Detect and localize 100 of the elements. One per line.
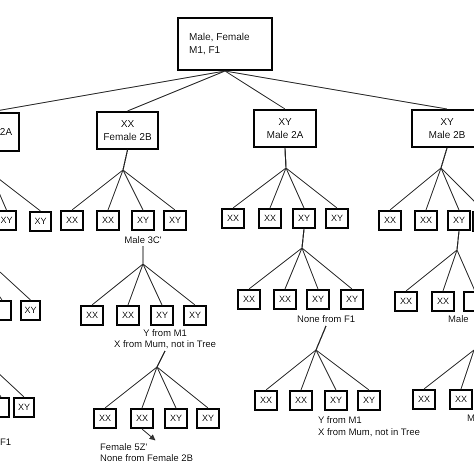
genotype-box — [130, 408, 154, 429]
node-text: XX — [436, 296, 449, 307]
parent-box — [177, 17, 273, 71]
node-text: XY — [18, 402, 30, 413]
node-text: Male 2B — [428, 128, 466, 142]
node-text: XX — [420, 215, 432, 226]
annotation-text: Female 5Z' — [100, 442, 148, 453]
node-text: XX — [66, 215, 78, 226]
node-text: Female 2B — [103, 130, 152, 144]
connector-line — [224, 70, 286, 110]
annotation-text: X from Mum, not in Tree — [318, 427, 420, 439]
genotype-box — [116, 305, 140, 326]
connector-line — [0, 70, 226, 112]
node-text: XY — [202, 413, 214, 424]
node-text: XX — [136, 413, 148, 424]
connector-line — [315, 326, 370, 390]
node-text: XY — [452, 215, 465, 226]
genotype-box — [13, 397, 35, 418]
node-text: XY — [362, 395, 375, 406]
genotype-box — [253, 109, 317, 148]
node-text: XX — [242, 294, 255, 305]
genotype-box — [357, 390, 381, 411]
annotation-text: Male — [448, 314, 469, 326]
node-text: XX — [418, 394, 430, 405]
node-text: XY — [188, 310, 201, 321]
genotype-box — [131, 210, 155, 231]
node-text: XY — [440, 116, 454, 128]
genotype-box — [449, 389, 473, 410]
genotype-box — [292, 208, 316, 229]
annotation-text: M — [467, 413, 474, 425]
connector-line — [301, 228, 352, 290]
node-text: XY — [298, 213, 310, 224]
connector-line — [156, 350, 208, 408]
node-text: XX — [86, 310, 98, 321]
annotation-text: F1 — [0, 437, 12, 449]
genotype-box — [237, 289, 261, 310]
node-text: XX — [98, 413, 111, 424]
genotype-box — [80, 305, 104, 326]
node-text: XY — [330, 213, 343, 224]
genotype-box — [93, 408, 117, 429]
genotype-box — [164, 408, 188, 429]
annotation-text: None from F1 — [296, 314, 356, 325]
node-text: XX — [264, 213, 276, 224]
genotype-box — [20, 300, 41, 321]
genotype-box — [258, 208, 282, 229]
connector-line — [127, 70, 226, 112]
genotype-box — [411, 109, 474, 148]
node-text: XX — [260, 395, 272, 406]
genotype-box — [96, 111, 159, 150]
genotype-box — [289, 390, 313, 411]
genotype-box — [96, 210, 120, 231]
node-text: 2A — [0, 126, 12, 138]
node-text: XX — [122, 310, 134, 321]
connector-line — [142, 246, 196, 306]
connector-line — [224, 70, 448, 110]
connector-line — [122, 150, 176, 210]
node-text: XY — [34, 216, 46, 227]
genotype-box — [183, 305, 207, 326]
genotype-box — [394, 291, 418, 312]
node-text: Male, Female M1, F1 — [189, 31, 251, 57]
node-text: XY — [24, 305, 36, 316]
node-text: XX — [400, 296, 412, 307]
genotype-box — [447, 210, 471, 231]
genotype-box — [412, 389, 436, 410]
node-text: XX — [102, 215, 114, 226]
node-text: XY — [170, 413, 182, 424]
genotype-box — [325, 208, 349, 229]
annotation-text: Male 3C' — [124, 234, 162, 246]
arrow — [142, 428, 156, 440]
genotype-box — [273, 289, 297, 310]
node-text: XX — [278, 294, 291, 305]
node-text: XY — [330, 395, 342, 406]
connector-line — [460, 350, 474, 390]
node-text: XY — [0, 215, 12, 226]
node-text: XY — [136, 215, 149, 226]
genotype-box — [0, 210, 17, 231]
node-text: XY — [168, 215, 181, 226]
genotype-box — [60, 210, 84, 231]
connector-line — [456, 230, 474, 292]
node-text: XX — [294, 395, 307, 406]
node-text: Male 2A — [266, 128, 304, 142]
connector-line — [284, 148, 338, 208]
node-text: XY — [346, 294, 358, 305]
genotype-box — [306, 289, 330, 310]
annotation-text: None from Female 2B — [100, 453, 193, 464]
genotype-box — [163, 210, 187, 231]
genotype-box — [378, 210, 402, 231]
node-text: XX — [120, 118, 134, 130]
annotation-text: Y from M1 — [318, 415, 362, 427]
node-text: XY — [312, 294, 324, 305]
genotype-box — [414, 210, 438, 231]
node-text: XX — [384, 215, 396, 226]
connector-line — [0, 272, 31, 300]
node-text: XX — [226, 213, 239, 224]
annotation-text: Y from M1 — [143, 328, 187, 339]
annotation-text: X from Mum, not in Tree — [114, 339, 216, 350]
genotype-box — [254, 390, 278, 411]
node-text: XX — [454, 394, 467, 405]
genotype-box — [29, 211, 52, 232]
genotype-box — [324, 390, 348, 411]
